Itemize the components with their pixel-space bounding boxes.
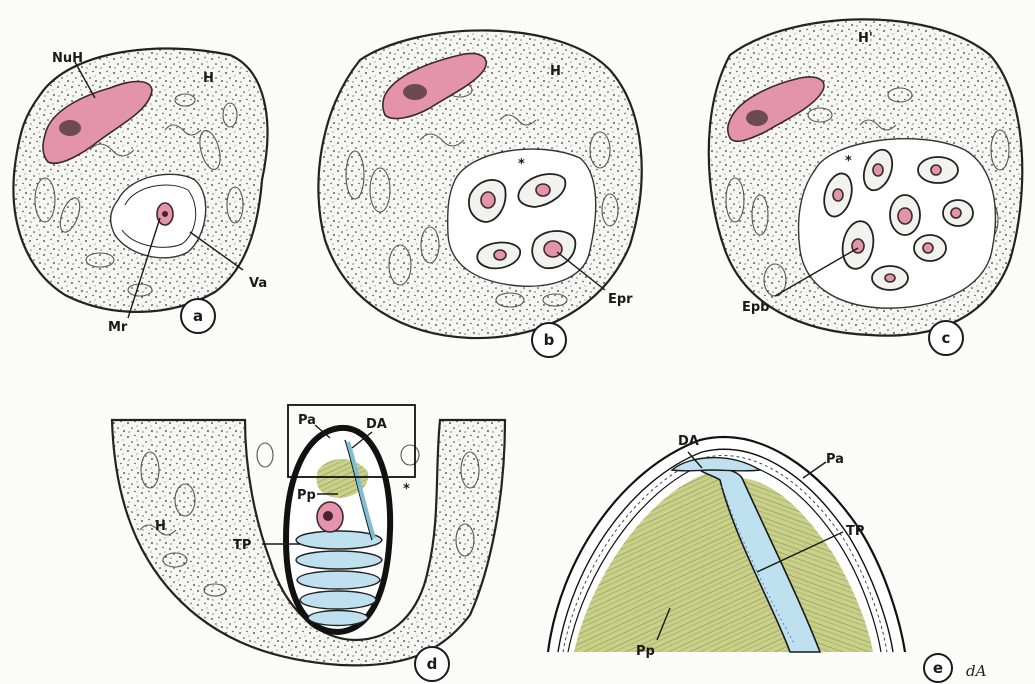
panel-d-label-pa: Pa [298,413,316,428]
panel-d-label-h: H [155,519,166,534]
panel-d-label-tp: TP [233,538,251,553]
panel-e-label-pa: Pa [826,452,844,467]
panel-b-label-h: H [550,64,561,79]
panel-c-label-star: * [845,154,852,169]
panel-e: DA Pa TP Pp e dA [548,434,987,682]
panel-e-letter: e [933,659,943,677]
panel-c-label-epb: Epb [742,300,770,315]
panel-e-label-tp: TP [846,524,864,539]
panel-a-label-h: H [203,71,214,86]
panel-d-letter: d [427,655,438,673]
panel-e-label-da: DA [678,434,699,449]
panel-d-label-da: DA [366,417,387,432]
panel-a-letter: a [193,307,203,325]
artist-signature: dA [966,662,987,680]
panel-e-label-pp: Pp [636,644,655,659]
panel-a-host-nucleolus [59,120,81,136]
panel-a-label-va: Va [249,276,267,291]
panel-d: Pa DA Pp TP H * d [112,405,505,681]
panel-c: H' * Epb c [709,19,1023,355]
panel-a-label-nuh: NuH [52,51,83,66]
panel-c-label-h: H' [858,31,873,46]
panel-d-label-pp: Pp [297,488,316,503]
panel-d-label-star: * [403,482,410,497]
panel-a-label-mr: Mr [108,320,128,335]
panel-b-label-epr: Epr [608,292,633,307]
panel-b-label-star: * [518,157,525,172]
panel-b-letter: b [544,331,555,349]
panel-b: H * Epr b [318,30,641,357]
panel-c-letter: c [942,329,951,347]
panel-a: NuH H Va Mr a [13,48,267,335]
